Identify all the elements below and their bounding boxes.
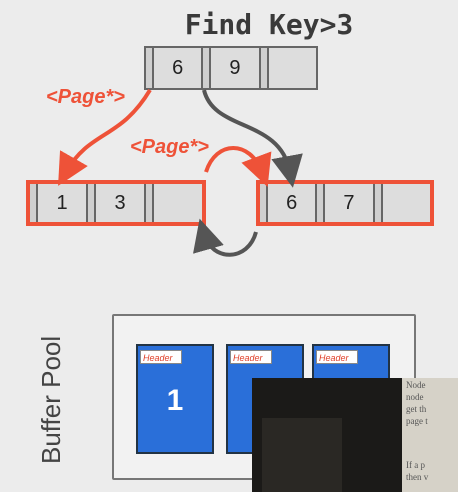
leaf-node-left: 1 3 bbox=[26, 180, 206, 226]
sibling-next-arrow bbox=[204, 146, 272, 187]
root-key-1: 6 bbox=[154, 48, 204, 88]
leaf-left-key-2: 3 bbox=[96, 184, 146, 222]
video-text-line: get th bbox=[406, 404, 427, 414]
page-pointer-label-1: <Page*> bbox=[46, 86, 125, 108]
root-node: 6 9 bbox=[144, 46, 318, 90]
video-text-line: node bbox=[406, 392, 424, 402]
page-header: Header bbox=[230, 350, 272, 364]
buffer-pool-label: Buffer Pool bbox=[36, 335, 66, 464]
buffer-page-1: Header 1 bbox=[136, 344, 214, 454]
video-text-line: page t bbox=[406, 416, 428, 426]
page-pointer-label-2: <Page*> bbox=[130, 136, 209, 158]
video-text-line: Node bbox=[406, 380, 426, 390]
leaf-right-key-1: 6 bbox=[268, 184, 318, 222]
page-header: Header bbox=[140, 350, 182, 364]
root-key-2: 9 bbox=[211, 48, 261, 88]
root-to-left-leaf-arrow bbox=[58, 88, 152, 186]
page-value: 1 bbox=[166, 384, 184, 417]
page-title: Find Key>3 bbox=[184, 8, 354, 41]
root-to-right-leaf-arrow bbox=[202, 89, 303, 188]
leaf-node-right: 6 7 bbox=[256, 180, 434, 226]
video-text-line: then v bbox=[406, 472, 429, 482]
leaf-left-key-1: 1 bbox=[38, 184, 88, 222]
video-overlay: Node node get th page t If a p then v bbox=[252, 378, 458, 492]
page-header: Header bbox=[316, 350, 358, 364]
sibling-prev-arrow bbox=[193, 218, 258, 257]
video-wall bbox=[402, 378, 458, 492]
leaf-right-key-2: 7 bbox=[325, 184, 375, 222]
video-text-line: If a p bbox=[406, 460, 425, 470]
